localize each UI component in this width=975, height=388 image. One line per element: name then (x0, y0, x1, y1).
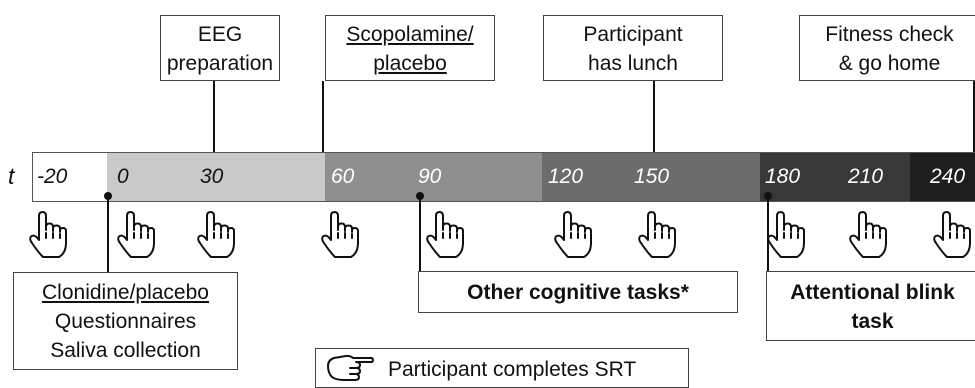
other-tasks-label: Other cognitive tasks* (467, 281, 689, 304)
lunch-box: Participant has lunch (543, 15, 723, 81)
pointing-hand-icon (327, 354, 374, 381)
tick-240: 240 (930, 165, 966, 188)
connector-fitness (973, 81, 975, 157)
segment-120-180 (542, 152, 760, 202)
tick-150: 150 (634, 165, 670, 188)
eeg-line1: EEG (197, 23, 243, 46)
axis-label-t: t (8, 163, 15, 189)
tick-120: 120 (548, 165, 584, 188)
pointing-hand-icon (767, 211, 805, 258)
pointing-hand-icon (933, 211, 971, 258)
pointing-hand-icon (197, 211, 235, 258)
segment-60-120 (325, 152, 542, 202)
clonidine-box: Clonidine/placebo Questionnaires Saliva … (13, 272, 238, 370)
other-cognitive-tasks-box: Other cognitive tasks* (418, 271, 738, 313)
tick-30: 30 (200, 165, 224, 188)
segment-240 (910, 152, 975, 202)
connector-attentional (767, 196, 769, 271)
connector-clonidine (107, 196, 109, 286)
tick-90: 90 (418, 165, 442, 188)
pointing-hand-icon (849, 211, 887, 258)
legend-label: Participant completes SRT (388, 358, 637, 381)
legend-box: Participant completes SRT (315, 348, 689, 388)
clonidine-line3: Saliva collection (50, 339, 201, 362)
connector-scopolamine (322, 81, 324, 157)
scopolamine-line2: placebo (373, 52, 447, 75)
scopolamine-box: Scopolamine/ placebo (325, 15, 495, 81)
connector-lunch (653, 81, 655, 157)
eeg-line2: preparation (166, 52, 274, 75)
fitness-check-box: Fitness check & go home (799, 15, 975, 81)
lunch-line2: has lunch (588, 52, 678, 75)
pointing-hand-icon (554, 211, 592, 258)
tick-210: 210 (848, 165, 884, 188)
eeg-preparation-box: EEG preparation (160, 15, 280, 81)
segment-0-60 (107, 152, 325, 202)
segment-180-240 (760, 152, 910, 202)
tick-180: 180 (765, 165, 801, 188)
tick-minus20: -20 (37, 165, 68, 188)
clonidine-line1: Clonidine/placebo (42, 281, 209, 304)
lunch-line1: Participant (583, 23, 683, 46)
pointing-hand-icon (29, 211, 67, 258)
pointing-hand-icon (321, 211, 359, 258)
attentional-line1: Attentional blink (790, 281, 955, 304)
tick-60: 60 (331, 165, 355, 188)
attentional-line2: task (851, 310, 894, 333)
tick-0: 0 (117, 165, 129, 188)
segment-pre (32, 152, 107, 202)
clonidine-line2: Questionnaires (54, 310, 197, 333)
scopolamine-line1: Scopolamine/ (346, 23, 474, 46)
connector-other-tasks (419, 196, 421, 271)
pointing-hand-icon (426, 211, 464, 258)
fitness-line1: Fitness check (825, 23, 954, 46)
attentional-blink-box: Attentional blink task (766, 271, 975, 341)
pointing-hand-icon (638, 211, 676, 258)
pointing-hand-icon (117, 211, 155, 258)
connector-eeg (213, 81, 215, 157)
fitness-line2: & go home (838, 52, 941, 75)
